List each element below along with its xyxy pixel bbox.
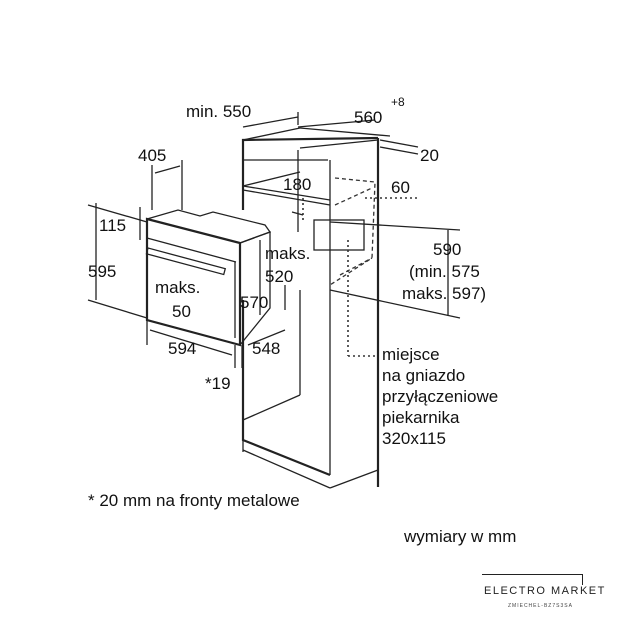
dim-min-550: min. 550 [186, 102, 251, 121]
footnote: * 20 mm na fronty metalowe [88, 491, 300, 510]
dim-maks-50-value: 50 [172, 302, 191, 321]
dim-570: 570 [240, 293, 268, 312]
logo-subtitle: ZMIECHEL-BZ7S3SA [508, 603, 573, 609]
dim-19: *19 [205, 374, 231, 393]
watermark-logo: ELECTRO MARKET ZMIECHEL-BZ7S3SA [482, 574, 612, 614]
dim-594: 594 [168, 339, 196, 358]
dim-60: 60 [391, 178, 410, 197]
dim-maks-50-label: maks. [155, 278, 200, 297]
socket-note: miejsce na gniazdo przyłączeniowe piekar… [382, 344, 498, 449]
dim-180: 180 [283, 175, 311, 194]
dim-560: 560 [354, 108, 382, 127]
units-note: wymiary w mm [404, 527, 517, 546]
dim-maks-520-label: maks. [265, 244, 310, 263]
dimension-lines [87, 112, 461, 368]
socket-note-line: 320x115 [382, 429, 446, 448]
cabinet-drawing [241, 127, 420, 489]
socket-note-line: na gniazdo [382, 366, 466, 385]
socket-note-line: przyłączeniowe [382, 387, 499, 406]
logo-name: ELECTRO MARKET [484, 585, 606, 597]
dim-590-max: maks. 597) [402, 284, 486, 303]
dim-548: 548 [252, 339, 280, 358]
dim-590-min: (min. 575 [409, 262, 480, 281]
dim-115: 115 [99, 216, 126, 235]
socket-note-line: miejsce [382, 345, 440, 364]
dim-maks-520-value: 520 [265, 267, 293, 286]
oven-drawing [145, 209, 272, 347]
dim-560-tolerance: +8 [391, 95, 405, 109]
logo-frame [482, 574, 583, 585]
dim-595: 595 [88, 262, 116, 281]
dim-20: 20 [420, 146, 439, 165]
socket-note-line: piekarnika [382, 408, 460, 427]
dim-405: 405 [138, 146, 166, 165]
dim-590: 590 [433, 240, 461, 259]
